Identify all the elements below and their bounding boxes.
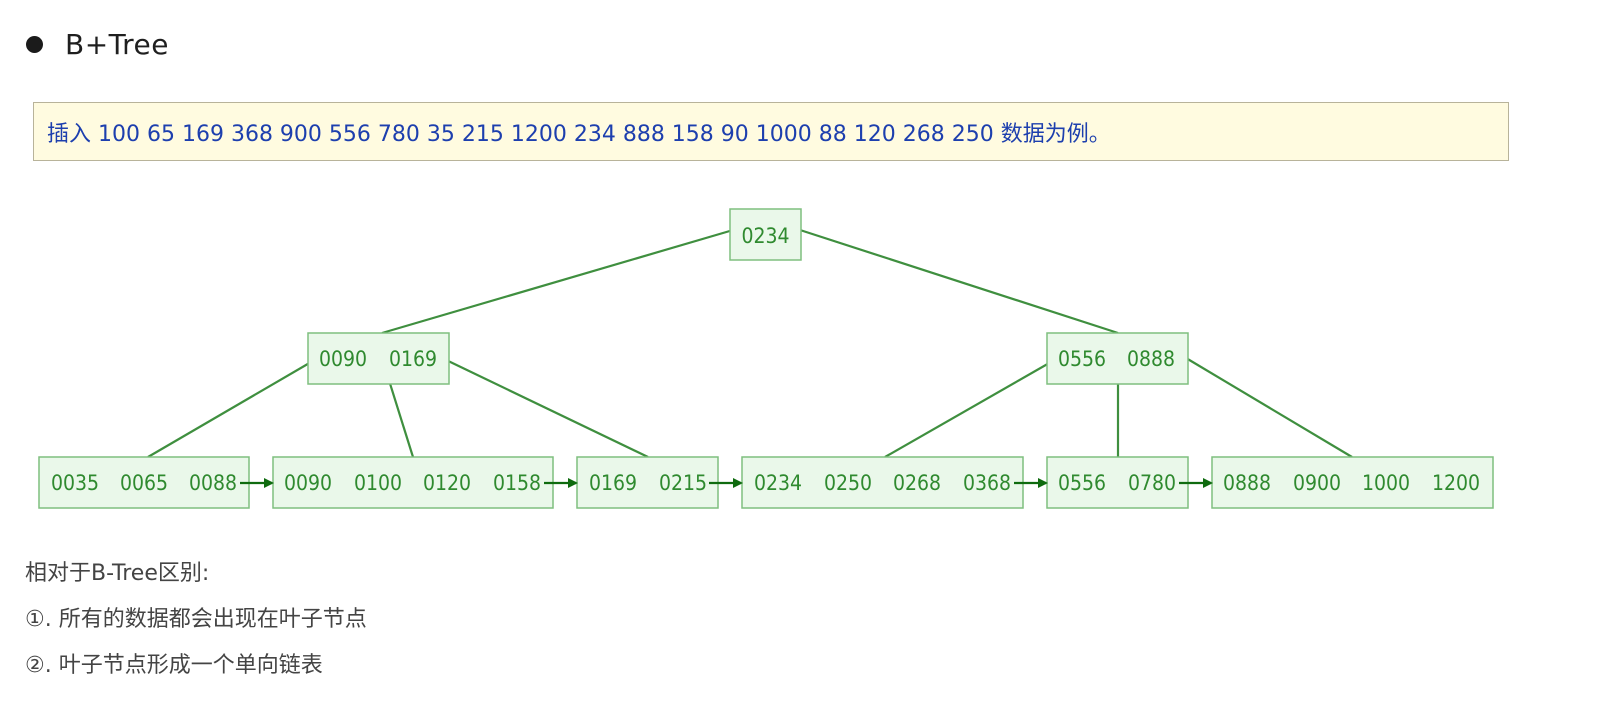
bullet-icon (26, 36, 43, 53)
leaf-1-key-0: 0035 (51, 471, 99, 495)
edge-internal2-leaf6 (1185, 357, 1353, 458)
internal-left-key-1: 0169 (389, 347, 437, 371)
notes-title: 相对于B-Tree区别: (25, 561, 210, 586)
notes-item-2: ②. 叶子节点形成一个单向链表 (25, 653, 323, 678)
edge-root-left (381, 226, 741, 335)
leaf-6-key-2: 1000 (1362, 471, 1410, 495)
notes-item-1: ①. 所有的数据都会出现在叶子节点 (25, 607, 367, 632)
leaf-6-key-0: 0888 (1223, 471, 1271, 495)
tree-edges (147, 226, 1353, 458)
leaf-node-3-box (576, 456, 719, 509)
edge-internal1-leaf1 (147, 357, 319, 458)
difference-notes: 相对于B-Tree区别: ①. 所有的数据都会出现在叶子节点 ②. 叶子节点形成… (25, 560, 367, 698)
leaf-6-key-1: 0900 (1293, 471, 1341, 495)
leaf-1-key-2: 0088 (189, 471, 237, 495)
edge-root-right (799, 228, 1119, 335)
leaf-5-key-0: 0556 (1058, 471, 1106, 495)
edge-internal2-leaf4 (884, 357, 1059, 458)
leaf-4-key-3: 0368 (963, 471, 1011, 495)
leaf-1-key-1: 0065 (120, 471, 168, 495)
internal-node-right-box (1046, 332, 1189, 385)
leaf-6-key-3: 1200 (1432, 471, 1480, 495)
leaf-2-key-3: 0158 (493, 471, 541, 495)
leaf-node-5: 0556 0780 (1046, 456, 1189, 509)
leaf-node-6: 0888 0900 1000 1200 (1211, 456, 1494, 509)
internal-node-left: 0090 0169 (307, 332, 450, 385)
internal-node-left-box (307, 332, 450, 385)
leaf-4-key-0: 0234 (754, 471, 802, 495)
internal-right-key-1: 0888 (1127, 347, 1175, 371)
internal-right-key-0: 0556 (1058, 347, 1106, 371)
internal-left-key-0: 0090 (319, 347, 367, 371)
edge-internal1-leaf3 (441, 357, 649, 458)
leaf-node-6-box (1211, 456, 1494, 509)
section-heading: B+Tree (26, 28, 169, 61)
root-key-0: 0234 (741, 224, 789, 248)
root-node: 0234 (729, 208, 802, 261)
root-node-box (729, 208, 802, 261)
leaf-3-key-0: 0169 (589, 471, 637, 495)
internal-node-right: 0556 0888 (1046, 332, 1189, 385)
leaf-4-key-1: 0250 (824, 471, 872, 495)
leaf-node-2: 0090 0100 0120 0158 (272, 456, 554, 509)
leaf-node-3: 0169 0215 (576, 456, 719, 509)
leaf-2-key-1: 0100 (354, 471, 402, 495)
leaf-node-1: 0035 0065 0088 (38, 456, 250, 509)
leaf-3-key-1: 0215 (659, 471, 707, 495)
section-title: B+Tree (65, 28, 170, 61)
insert-note-box: 插入 100 65 169 368 900 556 780 35 215 120… (33, 102, 1509, 161)
leaf-node-4-box (741, 456, 1024, 509)
leaf-2-key-2: 0120 (423, 471, 471, 495)
leaf-4-key-2: 0268 (893, 471, 941, 495)
bplus-tree-diagram: 0234 0090 0169 0556 0888 0035 0065 0088 … (38, 208, 1494, 509)
leaf-node-5-box (1046, 456, 1189, 509)
leaf-node-4: 0234 0250 0268 0368 (741, 456, 1024, 509)
leaf-2-key-0: 0090 (284, 471, 332, 495)
insert-note-text: 插入 100 65 169 368 900 556 780 35 215 120… (47, 121, 1111, 147)
leaf-5-key-1: 0780 (1128, 471, 1176, 495)
